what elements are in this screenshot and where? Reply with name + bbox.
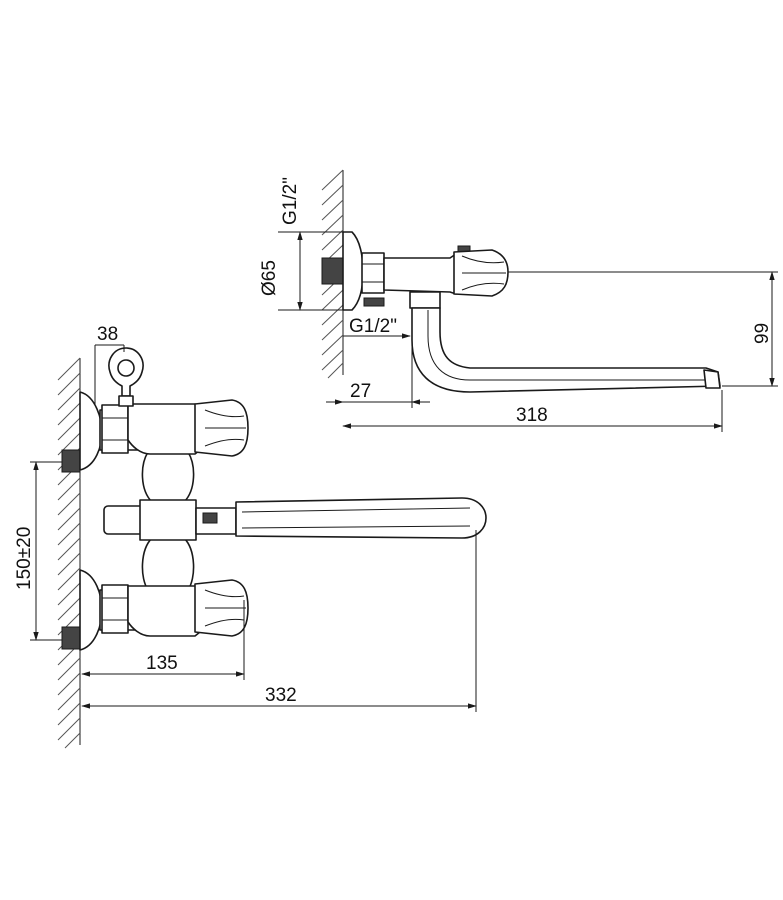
dim-g12-bottom: G1/2"	[343, 316, 411, 339]
dim-99: 99	[508, 271, 778, 387]
dim-332-label: 332	[265, 685, 297, 706]
side-escutcheon	[342, 231, 364, 311]
front-spout	[235, 497, 487, 539]
side-nut	[361, 252, 385, 294]
dim-99-label: 99	[752, 323, 773, 344]
shower-holder-icon	[108, 347, 144, 397]
upper-escutcheon	[79, 391, 103, 471]
side-valve-body	[383, 253, 457, 295]
dim-g12-top-label: G1/2"	[280, 177, 301, 225]
front-view: 38 150±20 135 332	[14, 324, 487, 749]
side-view: G1/2" Ø65 G1/2" 99 27 318	[259, 169, 778, 432]
lower-inlet-fitting	[61, 626, 81, 650]
dim-150: 150±20	[14, 461, 62, 641]
side-inlet-fitting	[321, 257, 344, 285]
dim-27-label: 27	[350, 381, 371, 402]
dim-38-label: 38	[97, 324, 118, 345]
dim-27: 27	[326, 330, 430, 408]
dim-g12-bottom-label: G1/2"	[349, 316, 397, 337]
dim-g12-top: G1/2" Ø65	[259, 177, 343, 311]
dim-150-label: 150±20	[14, 527, 35, 590]
dim-135: 135	[81, 600, 245, 680]
dim-318-label: 318	[516, 405, 548, 426]
dim-318: 318	[342, 390, 723, 432]
upper-nut	[101, 404, 129, 454]
lower-nut	[101, 584, 129, 634]
left-wall-hatch	[57, 357, 81, 749]
lower-escutcheon	[79, 569, 103, 651]
upper-valve-body	[127, 403, 201, 455]
dim-135-label: 135	[146, 653, 178, 674]
mixer-center	[103, 505, 145, 535]
dim-38: 38	[94, 324, 125, 405]
dim-332: 332	[81, 530, 477, 712]
lower-valve-body	[127, 585, 201, 637]
dim-d65-label: Ø65	[259, 260, 280, 296]
upper-inlet-fitting	[61, 449, 81, 473]
